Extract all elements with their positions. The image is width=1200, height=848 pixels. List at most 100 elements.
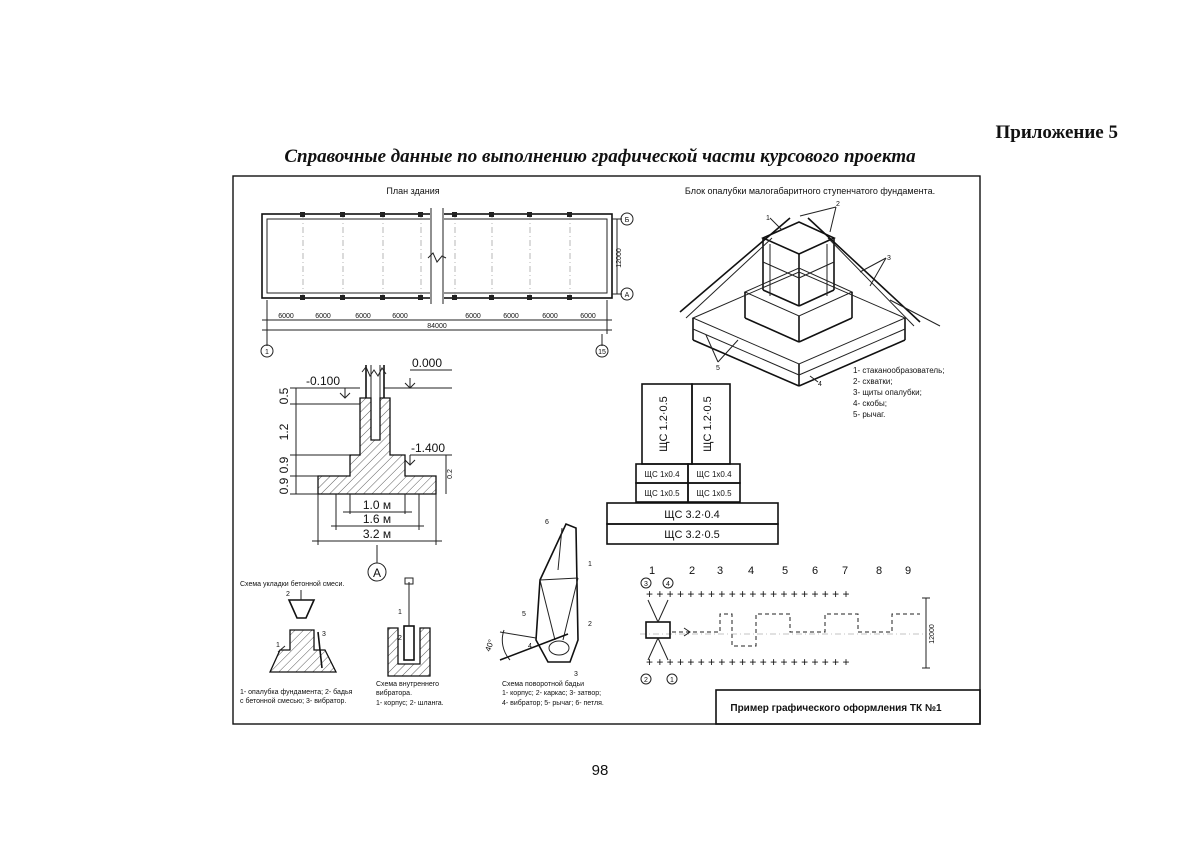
crane-travel-path xyxy=(672,613,920,647)
crane-scheme: 1 2 3 4 5 6 7 8 9 + + + + + + + + + + + … xyxy=(640,565,936,685)
span-dim: 6000 xyxy=(315,313,331,320)
bucket-caption: Схема поворотной бадьи xyxy=(502,680,584,688)
shield-top-right: ЩС 1.2·0.5 xyxy=(702,396,714,452)
crane-block xyxy=(645,621,671,639)
break-line xyxy=(427,252,447,263)
crane-axis-label: 6 xyxy=(812,565,818,577)
level-a: -0.100 xyxy=(306,374,340,388)
axis-1-label: 1 xyxy=(265,349,269,356)
shield-wide-1: ЩС 3.2·0.4 xyxy=(664,509,720,521)
concrete-caption: с бетонной смесью; 3- вибратор. xyxy=(240,697,346,705)
callout-4: 4 xyxy=(818,381,822,388)
bucket-label-3: 3 xyxy=(574,671,578,678)
crane-circle-marker xyxy=(640,673,652,685)
crane-circle-marker xyxy=(662,577,674,589)
page-subtitle: Справочные данные по выполнению графичес… xyxy=(284,146,916,167)
bucket-label-5: 5 xyxy=(522,611,526,618)
crane-dim: 12000 xyxy=(929,624,936,644)
crane-axis-label: 5 xyxy=(782,565,788,577)
axis-b-label: Б xyxy=(625,217,630,224)
formwork-legend-item: 3- щиты опалубки; xyxy=(853,388,922,397)
width-2: 1.6 м xyxy=(363,512,391,526)
shield-row2-left: ЩС 1х0.5 xyxy=(644,489,680,498)
bucket-label-6: 6 xyxy=(545,519,549,526)
span-dim: 6000 xyxy=(465,313,481,320)
crane-circle-label: 2 xyxy=(644,677,648,684)
bucket-label-1: 1 xyxy=(588,561,592,568)
plan-title: План здания xyxy=(386,186,439,196)
crane-axis-label: 4 xyxy=(748,565,754,577)
axis-marker-1 xyxy=(260,344,274,358)
formwork-legend-item: 4- скобы; xyxy=(853,399,887,408)
vibrator-caption: Схема внутреннего xyxy=(376,681,439,688)
brace-line xyxy=(679,217,791,313)
concrete-caption: 1- опалубка фундамента; 2- бадья xyxy=(240,688,353,696)
crane-axis-label: 7 xyxy=(842,565,848,577)
height-dim: 0.5 xyxy=(277,387,291,404)
building-plan: План здания Б А xyxy=(260,186,634,358)
span-dim: 6000 xyxy=(580,313,596,320)
span-dim: 6000 xyxy=(542,313,558,320)
shield-row2-right: ЩС 1х0.5 xyxy=(696,489,732,498)
crane-axis-label: 9 xyxy=(905,565,911,577)
height-dim: 0.9 xyxy=(277,456,291,473)
crane-circle-marker xyxy=(640,577,652,589)
shield-wide-2: ЩС 3.2·0.5 xyxy=(664,529,720,541)
span-dim: 6000 xyxy=(355,313,371,320)
formwork-legend-item: 5- рычаг. xyxy=(853,410,885,419)
vibrator-body xyxy=(403,625,415,661)
concrete-title: Схема укладки бетонной смеси. xyxy=(240,580,344,588)
shield-row1-left: ЩС 1х0.4 xyxy=(644,470,680,479)
crane-axis-label: 8 xyxy=(876,565,882,577)
axis-marker-b xyxy=(620,212,634,226)
internal-vibrator-scheme: 1 2 Схема внутреннего вибратора. 1- корп… xyxy=(376,577,444,707)
axis-a-label: А xyxy=(625,292,630,299)
crane-circle-label: 4 xyxy=(666,581,670,588)
crane-circle-label: 1 xyxy=(670,677,674,684)
bucket-label-4: 4 xyxy=(528,643,532,650)
bucket-angle: 40° xyxy=(483,638,496,652)
callout-3: 3 xyxy=(887,255,891,262)
span-dim: 6000 xyxy=(503,313,519,320)
axis-15-label: 15 xyxy=(598,349,606,356)
formwork-title: Блок опалубки малогабаритного ступенчато… xyxy=(685,186,935,196)
cup-top xyxy=(761,221,836,255)
foundation-body xyxy=(317,397,437,495)
crane-circle-marker xyxy=(666,673,678,685)
foundation-section: 0.000 -0.100 -1.400 0.5 1.2 0.9 0.9 0.2 xyxy=(277,356,454,582)
height-dim: 0.9 xyxy=(277,477,291,494)
span-dim: 6000 xyxy=(278,313,294,320)
sheet-border xyxy=(232,175,981,725)
grid-marks-bottom: + + + + + + + + + + + + + + + + + + + + xyxy=(646,655,850,669)
vibrator-caption: 1- корпус; 2- шланга. xyxy=(376,700,444,707)
crane-axis-label: 3 xyxy=(717,565,723,577)
concrete-bucket xyxy=(287,599,316,619)
width-1: 1.0 м xyxy=(363,498,391,512)
callout-1: 1 xyxy=(766,215,770,222)
bucket-body xyxy=(535,522,579,663)
plan-width-dim: 12000 xyxy=(616,248,623,268)
bucket-caption: 4- вибратор; 5- рычаг; 6- петля. xyxy=(502,699,604,707)
height-dim: 1.2 xyxy=(277,423,291,440)
axis-marker-a xyxy=(620,287,634,301)
shield-cell xyxy=(687,482,741,503)
concrete-formwork xyxy=(268,629,338,673)
crane-axis-label: 2 xyxy=(689,565,695,577)
formwork-legend-item: 1- стаканообразователь; xyxy=(853,366,944,375)
formwork-legend-item: 2- схватки; xyxy=(853,377,893,386)
section-axis-marker xyxy=(367,562,387,582)
vibrator-label-2: 2 xyxy=(398,635,402,642)
span-dim: 6000 xyxy=(392,313,408,320)
concrete-label-1: 1 xyxy=(276,642,280,649)
crane-circle-label: 3 xyxy=(644,581,648,588)
crane-axis-label: 1 xyxy=(649,565,655,577)
small-dim: 0.2 xyxy=(447,469,454,479)
shield-top-left: ЩС 1.2·0.5 xyxy=(658,396,670,452)
shield-row1-right: ЩС 1х0.4 xyxy=(696,470,732,479)
concrete-label-2: 2 xyxy=(286,591,290,598)
formwork-isometric: Блок опалубки малогабаритного ступенчато… xyxy=(679,186,944,419)
callout-2: 2 xyxy=(836,201,840,208)
vibrator-label-1: 1 xyxy=(398,609,402,616)
page-number: 98 xyxy=(591,762,609,779)
